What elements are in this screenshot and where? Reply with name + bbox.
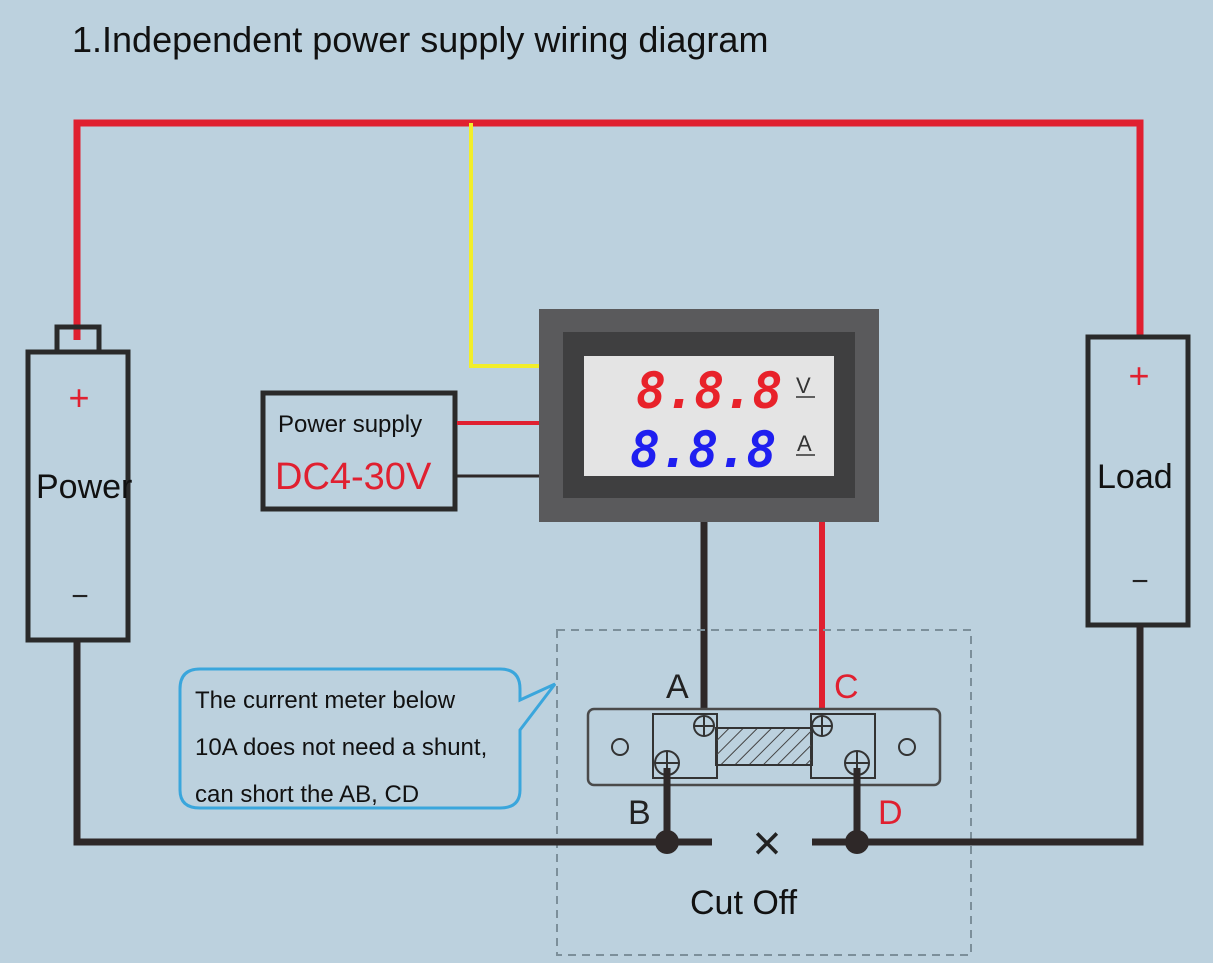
mount-hole-right bbox=[898, 738, 916, 756]
current-unit: A bbox=[797, 431, 812, 456]
power-label: Power bbox=[36, 468, 132, 506]
power-source: + Power − bbox=[25, 324, 132, 643]
diagram-title: 1.Independent power supply wiring diagra… bbox=[72, 19, 768, 60]
terminal-label-b: B bbox=[628, 794, 651, 832]
cut-off-symbol: × bbox=[752, 815, 781, 871]
power-supply-box: Power supply DC4-30V bbox=[260, 390, 540, 512]
cut-off-label: Cut Off bbox=[690, 884, 798, 922]
volt-amp-meter: 8.8.8 V 8.8.8 A bbox=[539, 309, 879, 522]
power-supply-range: DC4-30V bbox=[275, 456, 432, 498]
shunt-resistor: A B C D bbox=[586, 668, 942, 832]
load-plus-sign: + bbox=[1128, 355, 1149, 396]
callout-line-3: can short the AB, CD bbox=[195, 781, 419, 808]
voltage-reading: 8.8.8 bbox=[636, 362, 782, 420]
shunt-region-outline bbox=[556, 629, 972, 956]
terminal-label-c: C bbox=[834, 668, 859, 706]
callout-line-1: The current meter below bbox=[195, 687, 456, 714]
meter-display bbox=[584, 356, 834, 476]
positive-wire-top bbox=[73, 119, 1144, 340]
load-device: + Load − bbox=[1085, 334, 1191, 628]
terminal-label-d: D bbox=[878, 794, 903, 832]
signal-wire bbox=[469, 123, 543, 368]
junction-d bbox=[845, 830, 869, 854]
voltage-unit: V bbox=[796, 373, 811, 398]
shunt-element bbox=[715, 727, 813, 766]
load-minus-sign: − bbox=[1131, 565, 1149, 598]
callout-line-2: 10A does not need a shunt, bbox=[195, 734, 487, 761]
negative-wire-load bbox=[812, 625, 1144, 846]
terminal-label-a: A bbox=[666, 668, 689, 706]
negative-wire-power bbox=[73, 640, 712, 846]
load-label: Load bbox=[1097, 458, 1173, 496]
power-minus-sign: − bbox=[71, 580, 89, 613]
power-supply-label: Power supply bbox=[278, 411, 422, 438]
shunt-callout: The current meter below 10A does not nee… bbox=[178, 667, 557, 810]
mount-hole-left bbox=[611, 738, 629, 756]
current-reading: 8.8.8 bbox=[630, 421, 776, 479]
junction-b bbox=[655, 830, 679, 854]
power-plus-sign: + bbox=[68, 377, 89, 418]
